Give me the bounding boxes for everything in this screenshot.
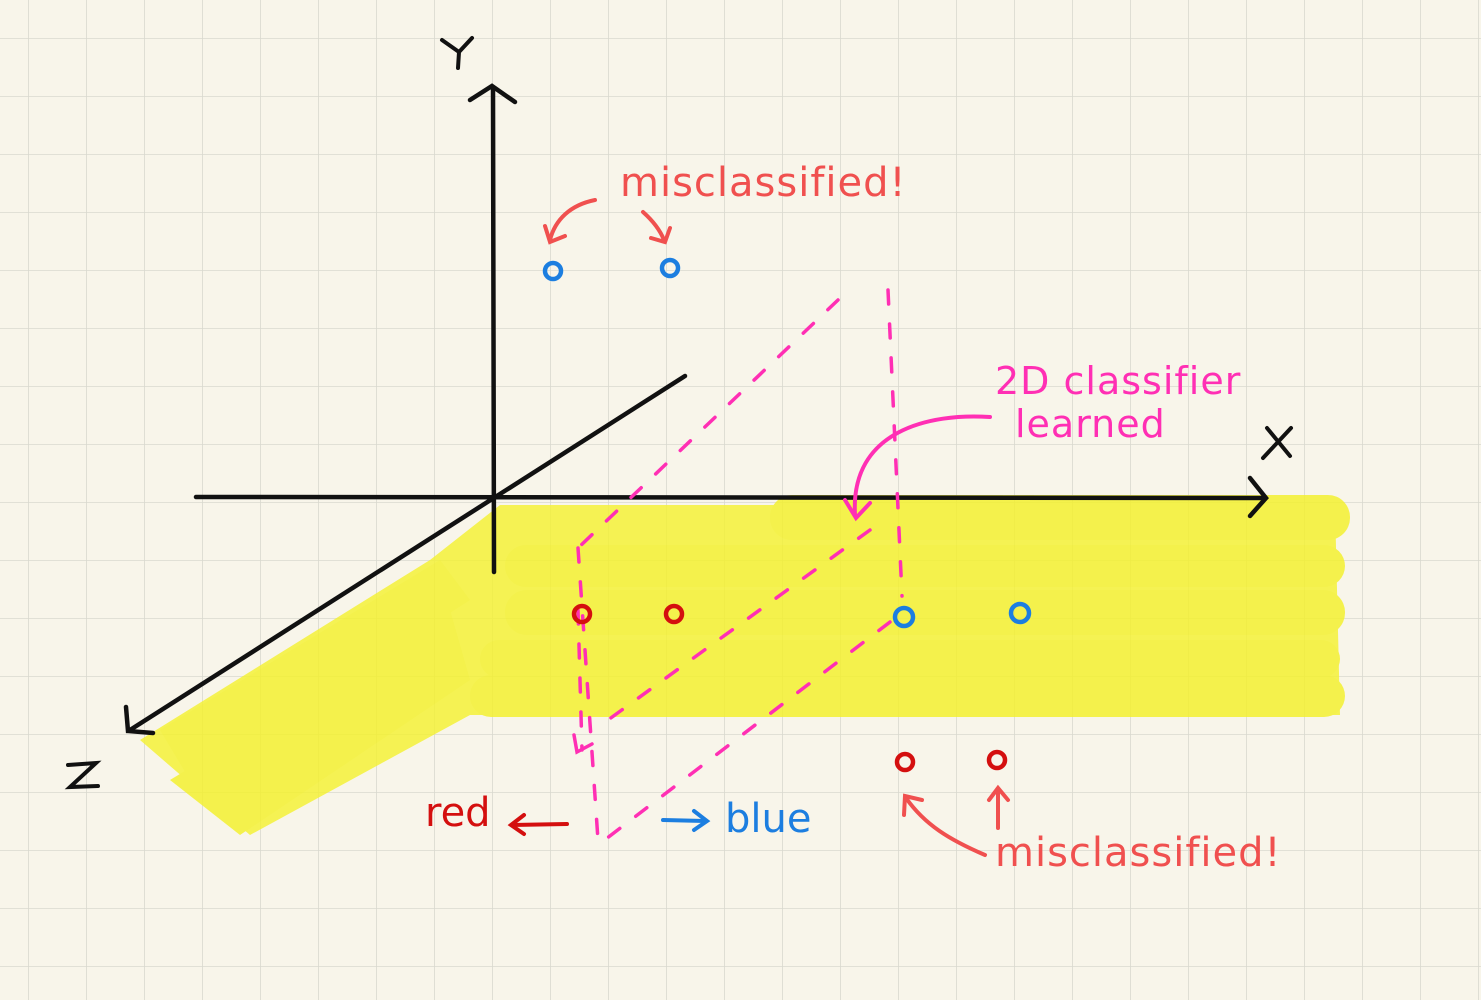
data-points: [542, 257, 1032, 773]
classifier-label-line2: learned: [1015, 402, 1166, 446]
direction-arrows: [507, 809, 711, 836]
classifier-plane-arrowhead: [572, 733, 594, 755]
red-point-bottom-right: [986, 749, 1008, 771]
red-side-label: red: [425, 790, 491, 836]
y-axis: [490, 85, 497, 575]
xz-plane-highlight: [140, 495, 1350, 835]
blue-point-top-right: [659, 257, 681, 279]
classifier-label-line1: 2D classifier: [995, 359, 1241, 403]
y-axis-arrowhead: [467, 83, 518, 105]
arrow-to-top-left-point: [548, 198, 597, 242]
classifier-annotation-arrow: [843, 414, 992, 522]
blue-point-top-left: [542, 260, 564, 282]
blue-side-label: blue: [725, 796, 811, 842]
misclassified-bottom-label: misclassified!: [995, 830, 1282, 876]
blue-direction-arrow: [661, 809, 711, 832]
red-point-bottom-left: [894, 751, 916, 773]
classifier-plane: [576, 288, 904, 844]
y-axis-label: Y: [440, 36, 474, 70]
blue-point-plane-3: [892, 605, 916, 629]
x-axis-label: X: [1261, 426, 1293, 460]
arrow-to-top-right-point: [641, 210, 666, 242]
axes: [123, 83, 1269, 736]
red-direction-arrow: [507, 813, 569, 836]
z-axis-label: Z: [64, 760, 102, 790]
blue-point-plane-4: [1008, 601, 1032, 625]
red-point-plane-1: [571, 603, 593, 625]
misclassified-arrows: [543, 198, 1010, 857]
x-axis: [193, 494, 1268, 501]
red-point-plane-2: [663, 603, 685, 625]
z-axis: [127, 373, 688, 733]
x-axis-arrowhead: [1247, 475, 1269, 519]
axis-labels: Y X Z: [64, 36, 1293, 790]
misclassified-top-label: misclassified!: [620, 160, 907, 206]
arrow-to-bottom-left-point: [904, 796, 987, 857]
z-axis-arrowhead: [123, 704, 156, 736]
